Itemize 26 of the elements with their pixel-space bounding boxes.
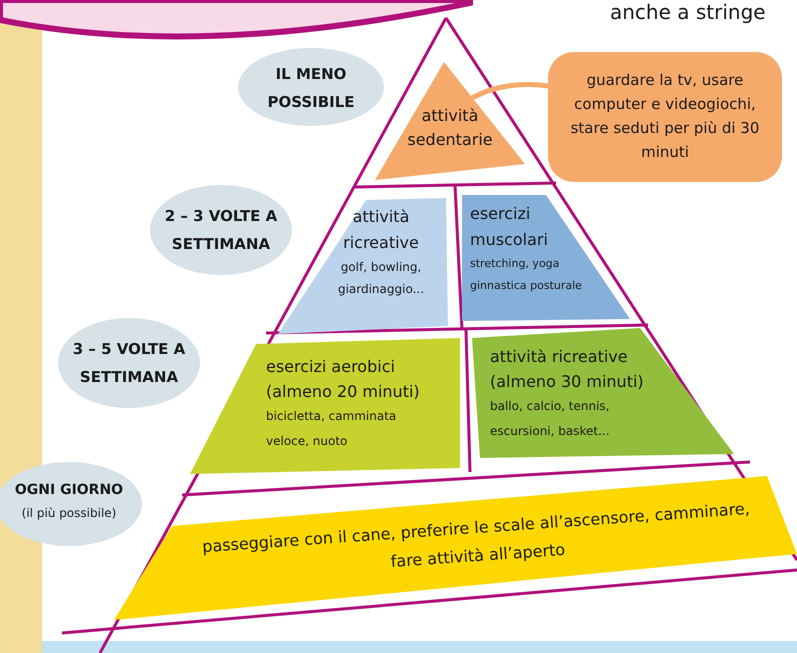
activity-heading: attività ricreative: [342, 206, 420, 254]
frequency-bubble: [58, 318, 200, 408]
frequency-bubble: [238, 48, 384, 126]
examples-text: stretching, yoga ginnastica posturale: [470, 256, 582, 294]
level-text: OGNI GIORNO: [14, 481, 124, 500]
activity-panel: [460, 193, 632, 323]
frequency-bubble: [150, 185, 292, 275]
examples-text: bicicletta, camminata veloce, nuoto: [266, 408, 398, 450]
activity-heading: esercizi muscolari: [470, 203, 549, 251]
examples-text: ballo, calcio, tennis, escursioni, basket...: [490, 398, 611, 440]
level-text: 3 – 5 VOLTE A SETTIMANA: [72, 339, 186, 388]
activity-heading: passeggiare con il cane, preferire le scale all’ascensore, camminare, fare attività all’aperto: [200, 498, 752, 574]
activity-triangle: [372, 60, 528, 182]
level-text: IL MENO POSSIBILE: [266, 64, 356, 113]
callout-box: [548, 52, 782, 182]
activity-panel: [276, 196, 448, 336]
examples-text: golf, bowling, giardinaggio...: [336, 259, 426, 298]
activity-heading: guardare la tv, usare computer e videogiochi, stare seduti per più di 30 minuti: [570, 70, 760, 163]
note-text: (il più possibile): [20, 505, 118, 522]
frequency-bubble: [0, 462, 142, 546]
connector-line: [470, 82, 550, 100]
activity-heading: attività sedentarie: [406, 105, 494, 151]
activity-heading: esercizi aerobici (almeno 20 minuti): [266, 356, 421, 403]
level-text: 2 – 3 VOLTE A SETTIMANA: [164, 206, 278, 255]
heading-text: anche a stringe: [610, 0, 766, 24]
activity-heading: attività ricreative (almeno 30 minuti): [490, 346, 645, 393]
